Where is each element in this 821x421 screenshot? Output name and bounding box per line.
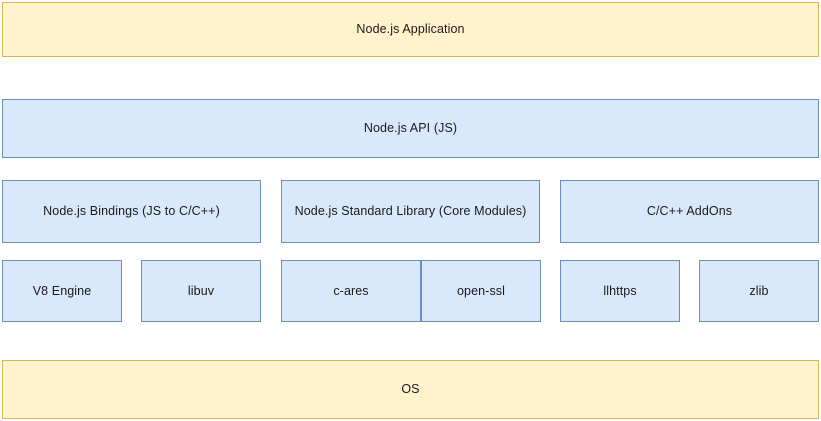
node-c-ares-label: c-ares <box>333 283 369 298</box>
node-os-label: OS <box>401 382 420 396</box>
node-zlib[interactable]: zlib <box>699 260 819 322</box>
node-nodejs-api[interactable]: Node.js API (JS) <box>2 99 819 158</box>
node-application-label: Node.js Application <box>356 22 465 36</box>
node-c-ares[interactable]: c-ares <box>281 260 421 322</box>
node-open-ssl[interactable]: open-ssl <box>421 260 541 322</box>
node-libuv[interactable]: libuv <box>141 260 261 322</box>
node-llhttps[interactable]: llhttps <box>560 260 680 322</box>
node-standard-library-label: Node.js Standard Library (Core Modules) <box>294 204 527 218</box>
node-open-ssl-label: open-ssl <box>456 283 506 298</box>
node-llhttps-label: llhttps <box>603 283 637 298</box>
node-nodejs-bindings[interactable]: Node.js Bindings (JS to C/C++) <box>2 180 261 243</box>
node-standard-library[interactable]: Node.js Standard Library (Core Modules) <box>281 180 540 243</box>
node-libuv-label: libuv <box>187 283 215 298</box>
node-v8-engine-label: V8 Engine <box>32 283 92 298</box>
node-application[interactable]: Node.js Application <box>2 2 819 57</box>
node-c-cpp-addons-label: C/C++ AddOns <box>646 204 733 218</box>
node-v8-engine[interactable]: V8 Engine <box>2 260 122 322</box>
node-zlib-label: zlib <box>749 283 769 298</box>
node-nodejs-bindings-label: Node.js Bindings (JS to C/C++) <box>43 204 220 218</box>
node-c-cpp-addons[interactable]: C/C++ AddOns <box>560 180 819 243</box>
node-os[interactable]: OS <box>2 360 819 419</box>
node-nodejs-api-label: Node.js API (JS) <box>363 121 458 135</box>
